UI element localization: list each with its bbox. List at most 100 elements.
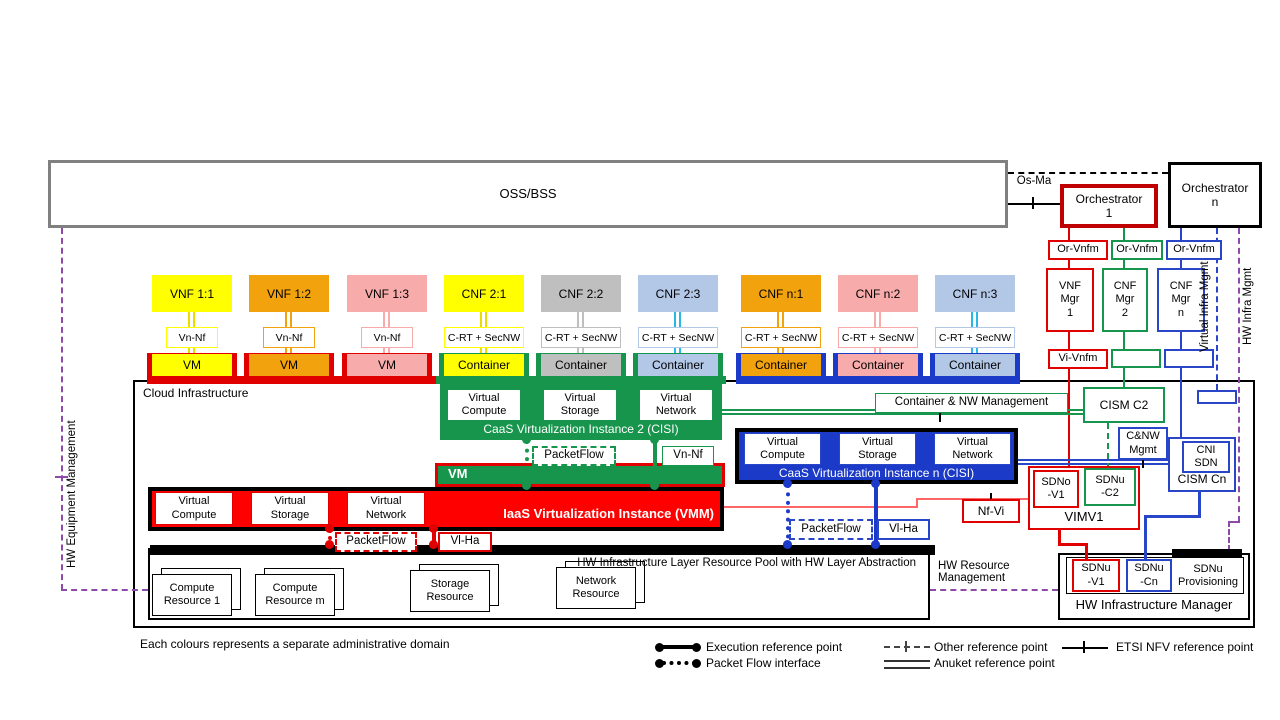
- vnnf-exec-line-green: [653, 440, 657, 487]
- vim-sdnuv1-line-v2: [1085, 543, 1088, 559]
- nfvi-tick: [990, 493, 992, 503]
- vnnf-endpoint-dot: [650, 435, 659, 444]
- container-box-3: Container: [638, 354, 718, 376]
- hw-equipment-mgmt-line-h: [61, 589, 148, 591]
- hw-equipment-mgmt-line-v: [61, 228, 63, 590]
- hw-infra-mgmt-label: HW Infra Mgmt: [1242, 267, 1254, 345]
- crt-secnw-ref-label-6: C-RT + SecNW: [935, 327, 1015, 348]
- cnf-mgr-n-box: CNF Mgr n: [1157, 268, 1205, 332]
- vi-vnfm-empty-green-box: [1111, 349, 1161, 368]
- hw-resource-mgmt-label: HW Resource Management: [938, 560, 1010, 584]
- vi-vnfm-empty-blue-box: [1164, 349, 1214, 368]
- iaas-virtual-storage: Virtual Storage: [251, 492, 329, 525]
- legend-other-tick: [905, 641, 907, 652]
- packetflow-endpoint-dot: [325, 540, 334, 549]
- crt-secnw-ref-label-3: C-RT + SecNW: [638, 327, 718, 348]
- cnw-mgmt-box: C&NW Mgmt: [1118, 427, 1168, 460]
- os-ma-label: Os-Ma: [1016, 175, 1052, 187]
- cismc2-sdnuc2-dashed-line: [1107, 423, 1109, 469]
- cismcn-sdnucn-line-h: [1144, 515, 1201, 518]
- legend-packetflow-label: Packet Flow interface: [706, 656, 821, 670]
- nfvi-line-jog: [916, 498, 918, 508]
- or-vnfm-label-3: Or-Vnfm: [1166, 240, 1222, 260]
- caas2-virtual-compute: Virtual Compute: [447, 389, 521, 421]
- cnf21-box: CNF 2:1: [444, 275, 524, 312]
- vlha-exec-line-blue: [874, 484, 878, 547]
- packetflow-label-green: PacketFlow: [532, 446, 616, 466]
- cnf23-box: CNF 2:3: [638, 275, 718, 312]
- vlha-endpoint-dot: [429, 524, 438, 533]
- hw-infra-manager-inner-box: [1066, 557, 1244, 594]
- crt-secnw-ref-label-4: C-RT + SecNW: [741, 327, 821, 348]
- legend-etsi-label: ETSI NFV reference point: [1116, 640, 1254, 654]
- or-vnfm-label-1: Or-Vnfm: [1048, 240, 1108, 260]
- cism-c2-box: CISM C2: [1083, 387, 1165, 423]
- container-box-1: Container: [444, 354, 524, 376]
- container-box-6: Container: [935, 354, 1015, 376]
- cnfn2-box: CNF n:2: [838, 275, 918, 312]
- vnf-mgr-1-box: VNF Mgr 1: [1046, 268, 1094, 332]
- sdnu-v1-box: SDNu -V1: [1072, 559, 1120, 592]
- packetflow-endpoint-dot: [325, 524, 334, 533]
- vlha-endpoint-dot: [871, 479, 880, 488]
- caas2-cismc2-tick: [939, 412, 941, 422]
- hw-infra-mgmt-line-h: [1228, 521, 1240, 523]
- legend-execution-label: Execution reference point: [706, 640, 843, 654]
- vlha-endpoint-dot: [871, 540, 880, 549]
- os-ma-tick: [1032, 197, 1034, 209]
- crt-secnw-ref-label-5: C-RT + SecNW: [838, 327, 918, 348]
- legend-packetflow-symbol: [662, 661, 696, 665]
- cism-cn-title: CISM Cn: [1177, 472, 1227, 486]
- packetflow-endpoint-dot: [783, 479, 792, 488]
- hw-resource-pool-title: HW Infrastructure Layer Resource Pool wi…: [577, 557, 916, 569]
- container-box-2: Container: [541, 354, 621, 376]
- vi-vnfm-label: Vi-Vnfm: [1048, 349, 1108, 369]
- vnnf-endpoint-dot: [650, 481, 659, 490]
- legend-etsi-symbol: [1062, 647, 1108, 649]
- vim-sdnuv1-line-v: [1058, 530, 1061, 545]
- vm-box-1: VM: [152, 354, 232, 376]
- vlha-label-red: Vl-Ha: [438, 532, 492, 552]
- nf-vi-label: Nf-Vi: [962, 499, 1020, 523]
- iaas-title: IaaS Virtualization Instance (VMM): [503, 506, 714, 521]
- cloud-infrastructure-title: Cloud Infrastructure: [143, 386, 249, 400]
- vlha-endpoint-dot: [429, 540, 438, 549]
- oss-bss-box: OSS/BSS: [48, 160, 1008, 228]
- container-box-4: Container: [741, 354, 821, 376]
- sdno-v1-box: SDNo -V1: [1033, 470, 1079, 508]
- cni-sdn-box: CNI SDN: [1182, 441, 1230, 473]
- caasn-cismcn-line-b: [1018, 463, 1168, 465]
- cnf-mgr-2-box: CNF Mgr 2: [1102, 268, 1148, 332]
- vim-sdnuv1-line-h: [1058, 543, 1088, 546]
- vnfmgr-vim-line: [1068, 332, 1070, 471]
- crt-secnw-ref-label-2: C-RT + SecNW: [541, 327, 621, 348]
- compute-resource-1-box: Compute Resource 1: [152, 574, 232, 616]
- admin-domain-note: Each colours represents a separate admin…: [140, 637, 450, 651]
- hw-resource-mgmt-line-h: [930, 589, 1058, 591]
- sdnu-c2-box: SDNu -C2: [1084, 468, 1136, 506]
- container-nw-mgmt-label: Container & NW Management: [875, 393, 1068, 413]
- caas2-title: CaaS Virtualization Instance 2 (CISI): [483, 422, 679, 436]
- vnnf-label-green: Vn-Nf: [662, 446, 714, 466]
- hw-equipment-mgmt-tick: [55, 476, 68, 478]
- compute-resource-m-box: Compute Resource m: [255, 574, 335, 616]
- cnfmgrn-cismcn-line: [1180, 332, 1182, 437]
- orchestrator-n-box: Orchestrator n: [1168, 162, 1262, 228]
- nfvi-line-a: [724, 506, 918, 508]
- virtual-infra-mgmt-label: Virtual Infra Mgmt: [1199, 261, 1211, 353]
- storage-resource-box: Storage Resource: [410, 570, 490, 612]
- packetflow-line-green: [525, 440, 529, 487]
- caasn-virtual-network: Virtual Network: [934, 433, 1011, 465]
- os-ma-line: [1008, 203, 1060, 205]
- vim-title: VIMV1: [1064, 509, 1104, 524]
- packetflow-endpoint-dot: [522, 481, 531, 490]
- hw-infra-manager-title: HW Infrastructure Manager: [1075, 597, 1233, 612]
- legend-execution-dot: [692, 643, 701, 652]
- cnf22-box: CNF 2:2: [541, 275, 621, 312]
- hw-infra-mgmt-line-v2: [1228, 521, 1230, 551]
- vnnf-ref-label-3: Vn-Nf: [361, 327, 413, 348]
- vnf12-box: VNF 1:2: [249, 275, 329, 312]
- vm-box-3: VM: [347, 354, 427, 376]
- legend-other-symbol: [884, 646, 930, 648]
- packetflow-label-red: PacketFlow: [335, 532, 417, 552]
